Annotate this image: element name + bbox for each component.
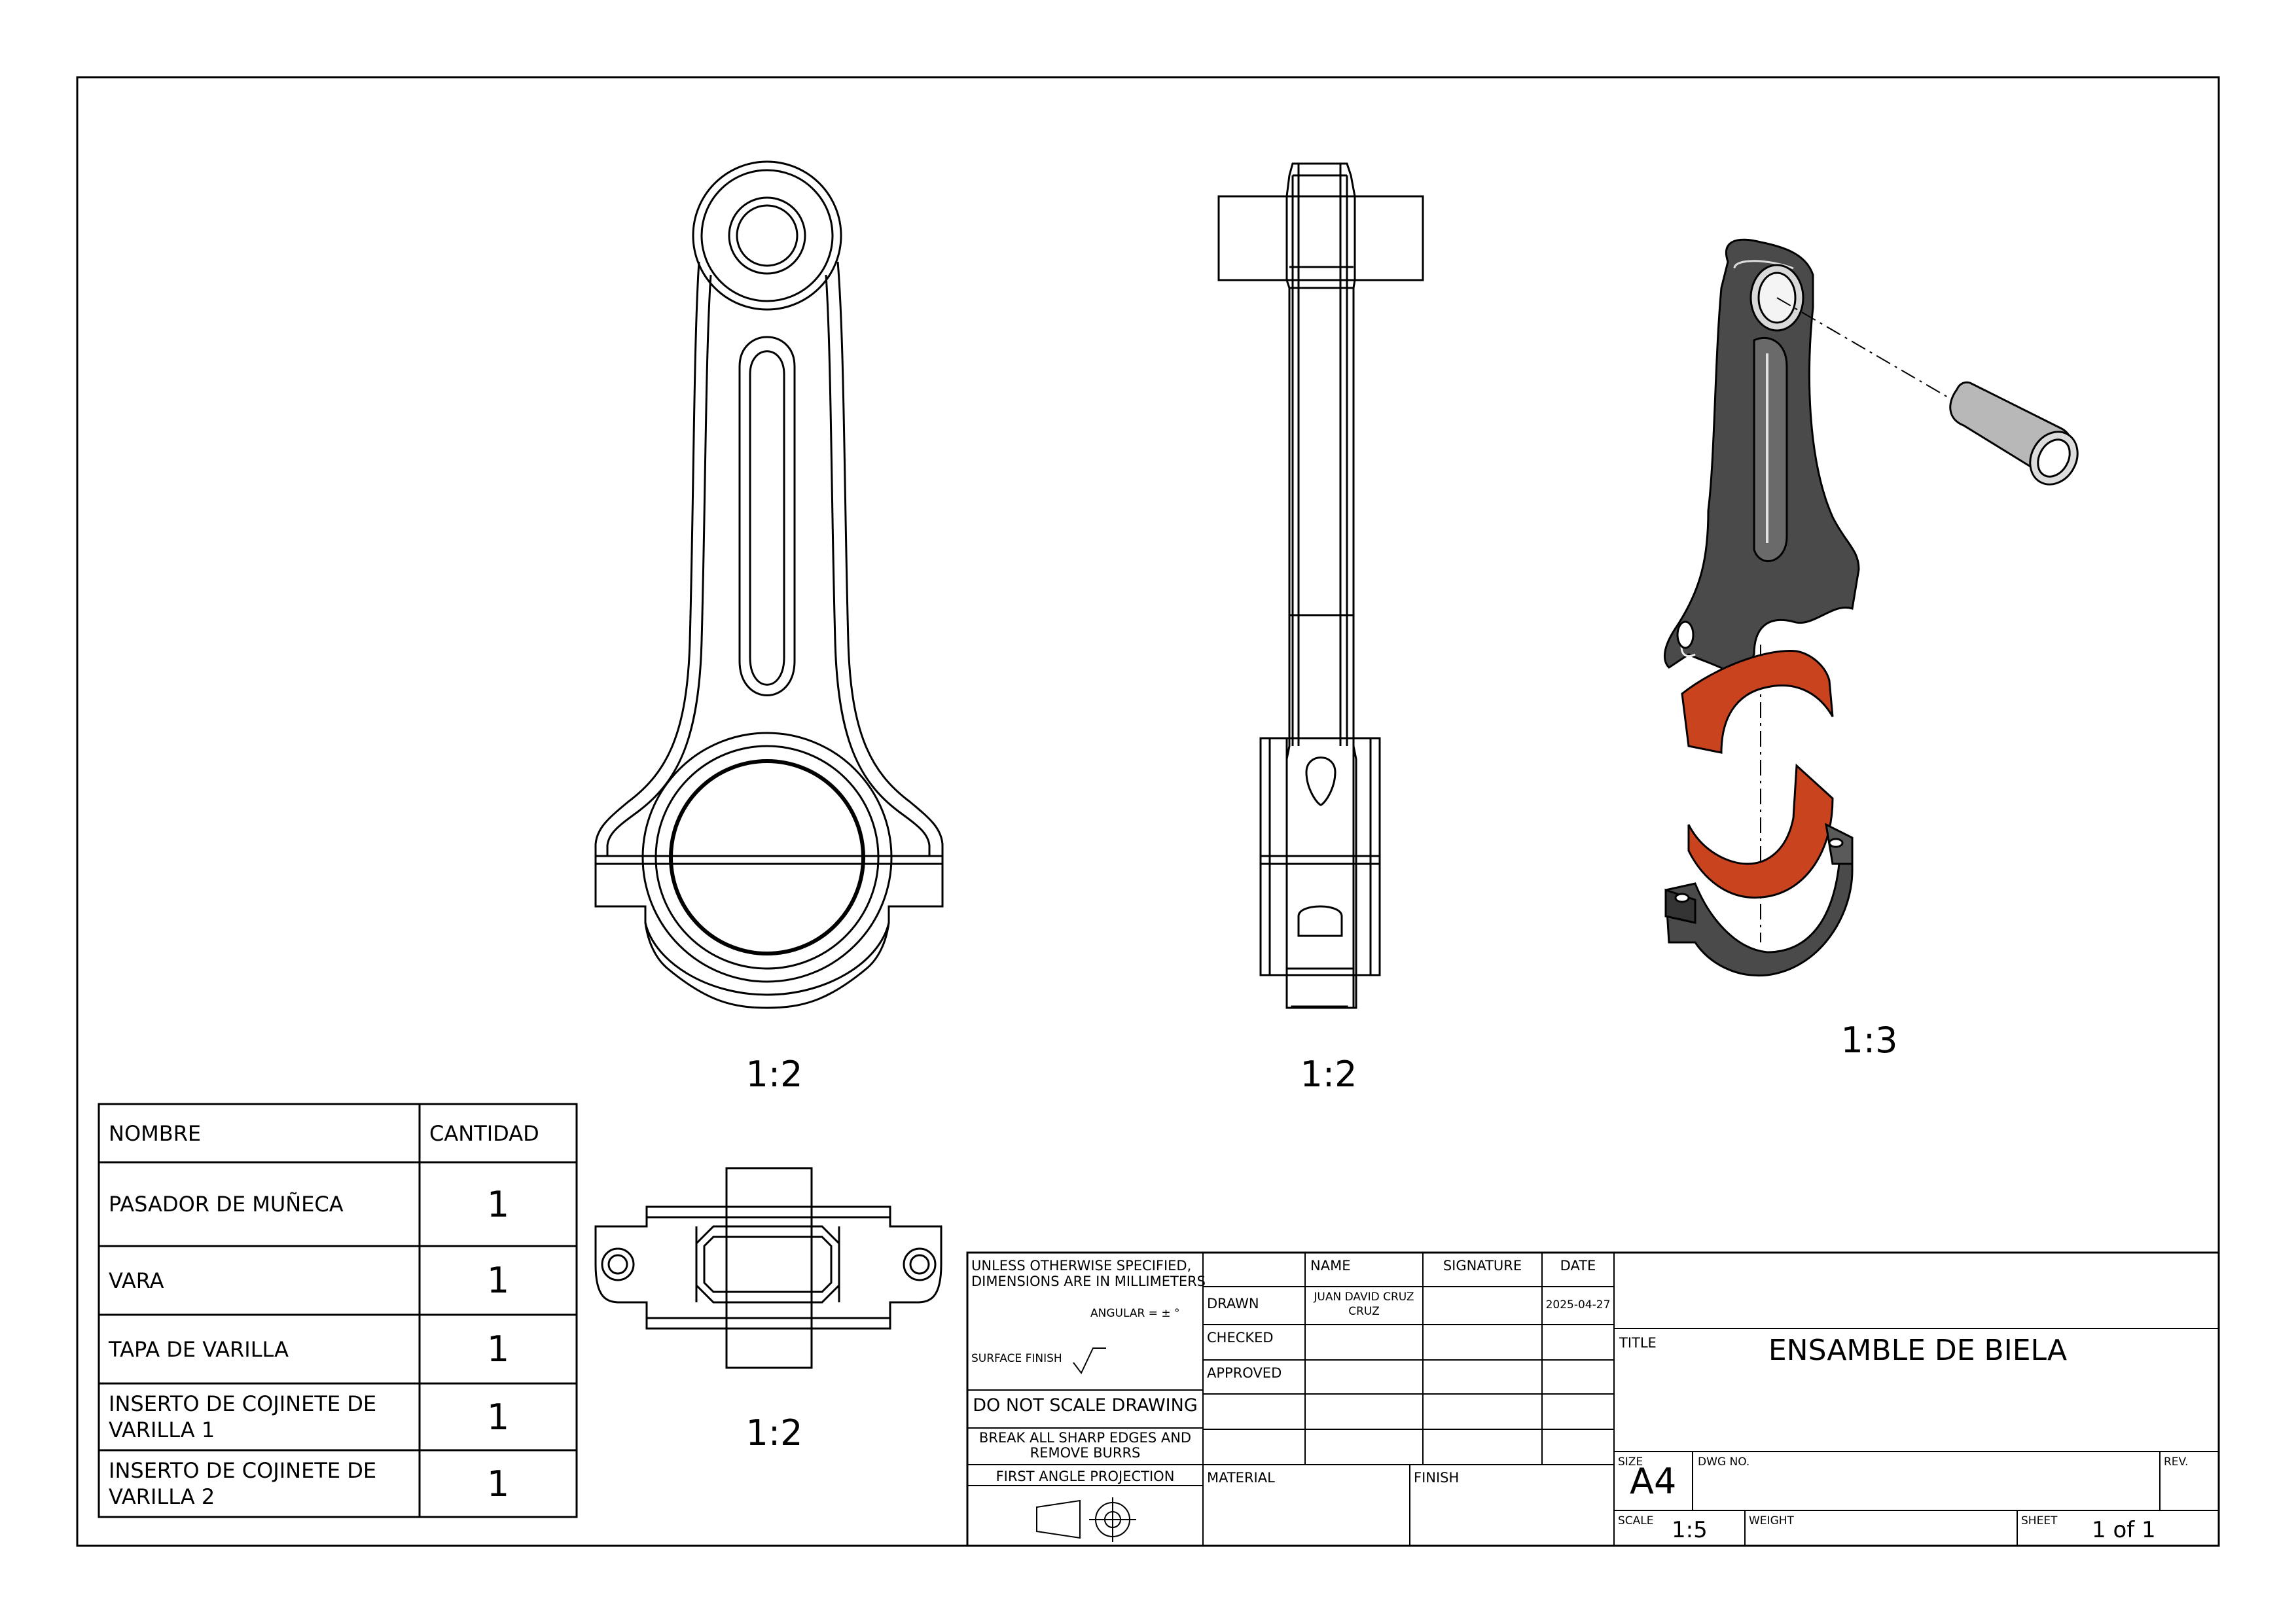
drawn-by-line2: CRUZ bbox=[1348, 1305, 1380, 1318]
bom-row-name: PASADOR DE MUÑECA bbox=[109, 1192, 344, 1217]
rev-label: REV. bbox=[2164, 1455, 2189, 1469]
bom-row-name: INSERTO DE COJINETE DE VARILLA 1 bbox=[109, 1383, 376, 1450]
tolerance-note-line2: DIMENSIONS ARE IN MILLIMETERS bbox=[971, 1274, 1206, 1289]
sheet-label: SHEET bbox=[2021, 1514, 2058, 1527]
sheet-size: A4 bbox=[1630, 1461, 1677, 1502]
bom-row-qty: 1 bbox=[486, 1183, 510, 1225]
material-label: MATERIAL bbox=[1207, 1470, 1275, 1486]
checked-label: CHECKED bbox=[1207, 1330, 1274, 1346]
break-edges-note-line2: REMOVE BURRS bbox=[1030, 1445, 1141, 1461]
projection-label: FIRST ANGLE PROJECTION bbox=[996, 1469, 1175, 1484]
drawn-date: 2025-04-27 bbox=[1545, 1298, 1611, 1311]
drawn-label: DRAWN bbox=[1207, 1296, 1259, 1311]
size-label: SIZE bbox=[1618, 1455, 1643, 1469]
title-label: TITLE bbox=[1619, 1335, 1657, 1351]
side-view-scale: 1:2 bbox=[1300, 1054, 1357, 1095]
tolerance-note-line1: UNLESS OTHERWISE SPECIFIED, bbox=[971, 1258, 1192, 1274]
angular-tolerance: ANGULAR = ± ° bbox=[1090, 1307, 1180, 1320]
date-column-header: DATE bbox=[1560, 1258, 1596, 1274]
do-not-scale-note: DO NOT SCALE DRAWING bbox=[973, 1395, 1198, 1416]
bom-header-cantidad: CANTIDAD bbox=[429, 1120, 539, 1146]
weight-label: WEIGHT bbox=[1749, 1514, 1794, 1527]
break-edges-note-line1: BREAK ALL SHARP EDGES AND bbox=[978, 1430, 1192, 1446]
iso-bearing-upper bbox=[1681, 649, 1834, 754]
approved-label: APPROVED bbox=[1207, 1365, 1282, 1381]
top-view-scale: 1:2 bbox=[746, 1412, 803, 1454]
drawing-scale: 1:5 bbox=[1672, 1517, 1708, 1543]
bom-header-nombre: NOMBRE bbox=[109, 1120, 202, 1146]
front-view-scale: 1:2 bbox=[746, 1054, 803, 1095]
drawing-title: ENSAMBLE DE BIELA bbox=[1768, 1334, 2068, 1367]
bom-row-qty: 1 bbox=[486, 1329, 510, 1370]
iso-view-scale: 1:3 bbox=[1841, 1020, 1898, 1061]
bom-row-name: TAPA DE VARILLA bbox=[109, 1336, 289, 1362]
drawn-by-line1: JUAN DAVID CRUZ bbox=[1314, 1291, 1414, 1304]
bom-row-name-line2: VARILLA 1 bbox=[109, 1418, 215, 1442]
front-view-connecting-rod bbox=[594, 160, 944, 1009]
surface-finish-label: SURFACE FINISH bbox=[971, 1352, 1062, 1365]
surface-finish-symbol bbox=[1073, 1347, 1106, 1374]
sheet-number: 1 of 1 bbox=[2092, 1517, 2156, 1543]
bom-row-name-line1: INSERTO DE COJINETE DE bbox=[109, 1391, 377, 1416]
name-column-header: NAME bbox=[1310, 1258, 1351, 1274]
bom-row-qty: 1 bbox=[486, 1463, 510, 1505]
bom-row-name-line2: VARILLA 2 bbox=[109, 1484, 215, 1509]
bom-row-qty: 1 bbox=[486, 1260, 510, 1301]
scale-label: SCALE bbox=[1618, 1514, 1654, 1527]
bom-row-qty: 1 bbox=[486, 1396, 510, 1438]
signature-column-header: SIGNATURE bbox=[1443, 1258, 1522, 1274]
side-view-connecting-rod bbox=[1217, 162, 1424, 1009]
bom-row-name: VARA bbox=[109, 1268, 164, 1293]
bom-table-grid bbox=[98, 1103, 578, 1518]
bom-row-name-line1: INSERTO DE COJINETE DE bbox=[109, 1458, 377, 1483]
iso-bearing-lower bbox=[1687, 763, 1834, 899]
finish-label: FINISH bbox=[1414, 1470, 1460, 1486]
title-block-grid bbox=[966, 1251, 2220, 1547]
sheet-border bbox=[76, 76, 2220, 1547]
isometric-exploded-view bbox=[1663, 238, 2079, 977]
bom-row-name: INSERTO DE COJINETE DE VARILLA 2 bbox=[109, 1450, 376, 1517]
dwg-no-label: DWG NO. bbox=[1698, 1455, 1750, 1469]
top-view-connecting-rod bbox=[594, 1167, 942, 1369]
first-angle-projection-icon bbox=[1036, 1497, 1136, 1542]
